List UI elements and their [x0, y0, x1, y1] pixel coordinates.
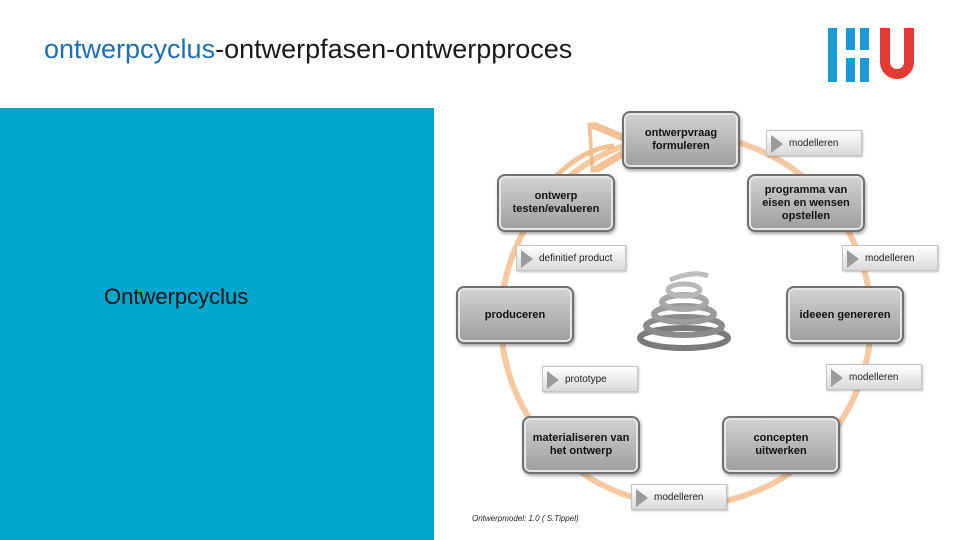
- node-produceren: produceren: [456, 286, 574, 344]
- cycle-arrow-top: [552, 146, 614, 180]
- hu-logo-icon: [828, 28, 914, 82]
- tag-modelleren-1: modelleren: [766, 130, 862, 156]
- spiral-icon: [637, 271, 731, 351]
- tag-prototype: prototype: [542, 366, 638, 392]
- panel-label: Ontwerpcyclus: [104, 284, 249, 309]
- node-ideeen-genereren: ideeen genereren: [786, 286, 904, 344]
- title-rest: -ontwerpfasen-ontwerpproces: [215, 34, 573, 64]
- design-cycle-diagram: ontwerpvraag formuleren programma van ei…: [434, 108, 960, 540]
- title-accent: ontwerpcyclus: [44, 34, 216, 64]
- node-materialiseren: materialiseren van het ontwerp: [522, 416, 640, 474]
- model-caption: Ontwerpmodel: 1.0 ( S.Tippel): [472, 514, 579, 523]
- tag-modelleren-4: modelleren: [631, 484, 727, 510]
- tag-definitief-product: definitief product: [516, 245, 626, 271]
- node-ontwerp-testen: ontwerp testen/evalueren: [497, 174, 615, 232]
- left-panel: Ontwerpcyclus: [0, 108, 434, 540]
- tag-modelleren-3: modelleren: [826, 364, 922, 390]
- node-ontwerpvraag-formuleren: ontwerpvraag formuleren: [622, 111, 740, 169]
- header-bar: ontwerpcyclus-ontwerpfasen-ontwerpproces: [0, 0, 960, 108]
- tag-modelleren-2: modelleren: [842, 245, 938, 271]
- node-programma-van-eisen: programma van eisen en wensen opstellen: [747, 174, 865, 232]
- page-title: ontwerpcyclus-ontwerpfasen-ontwerpproces: [44, 34, 572, 65]
- node-concepten-uitwerken: concepten uitwerken: [722, 416, 840, 474]
